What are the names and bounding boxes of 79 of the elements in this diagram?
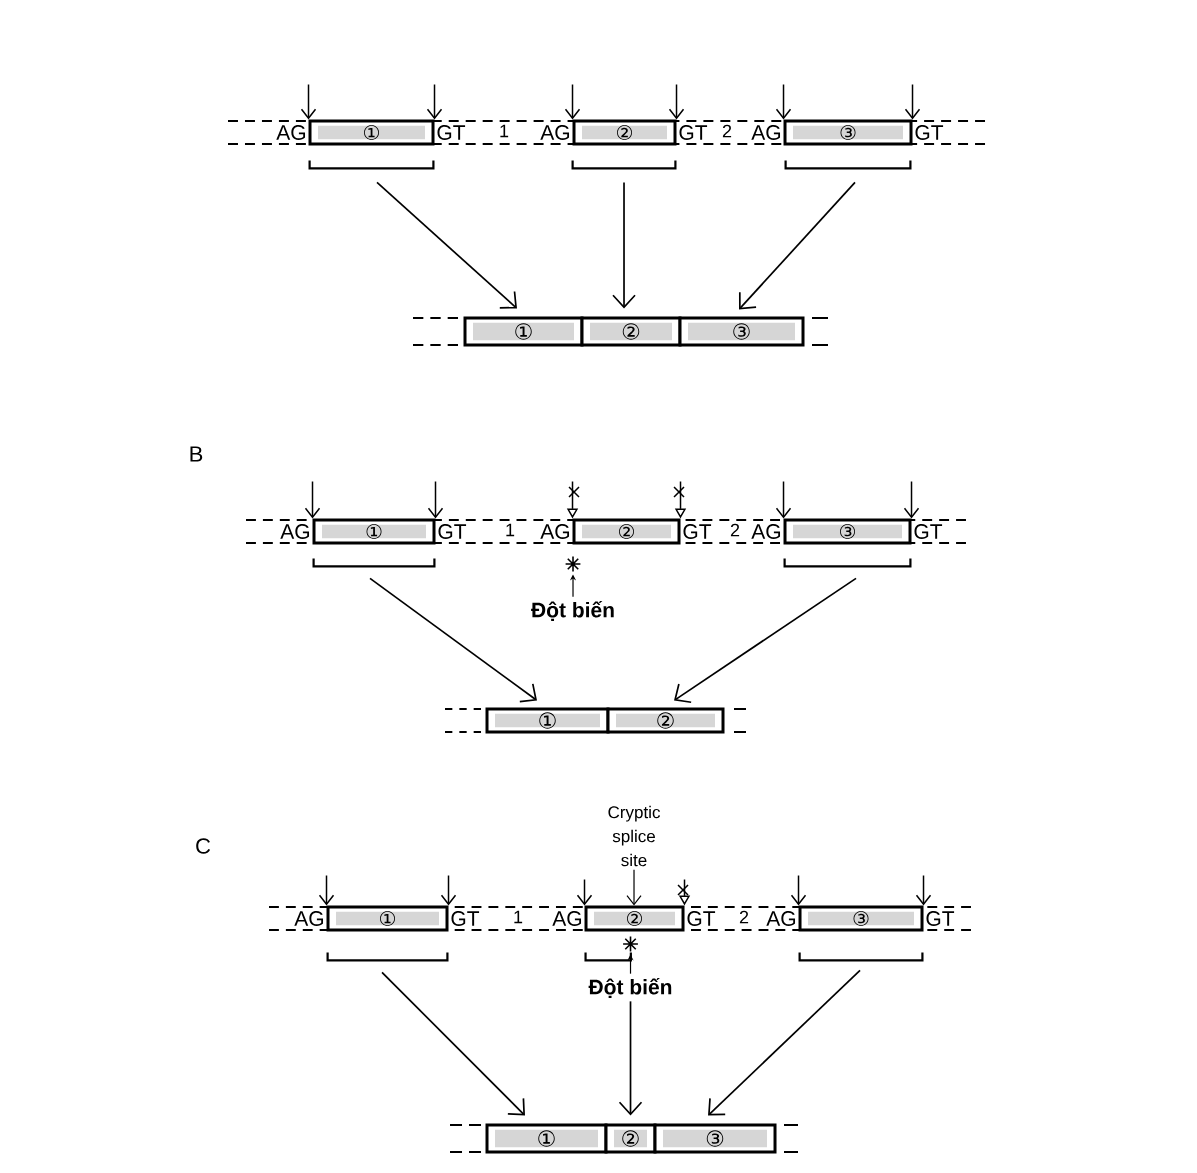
exon-box: ③ <box>783 119 913 146</box>
sequence-label: AG <box>294 911 323 926</box>
exon-box: ③ <box>783 518 912 545</box>
bracket <box>326 952 449 962</box>
callout-text: Cryptic splice site <box>608 805 660 867</box>
sequence-label: AG <box>540 125 569 140</box>
exon-segment: ③ <box>678 316 805 347</box>
intron-number: 1 <box>506 523 515 537</box>
intron-number: 1 <box>514 910 523 924</box>
arrow <box>626 869 642 906</box>
arrow <box>576 878 593 906</box>
sequence-label: AG <box>280 524 309 539</box>
arrow <box>427 480 444 519</box>
exon-segment: ② <box>606 707 725 734</box>
asterisk <box>564 555 582 573</box>
sequence-label: GT <box>914 524 943 539</box>
bracket <box>784 160 912 170</box>
sequence-label: AG <box>766 911 795 926</box>
sequence-label: GT <box>438 524 467 539</box>
exon-segment: ① <box>463 316 584 347</box>
sequence-label: GT <box>683 524 712 539</box>
arrow <box>426 83 443 120</box>
arrow <box>376 181 517 309</box>
asterisk <box>622 935 639 953</box>
bracket <box>571 160 677 170</box>
exon-segment: ② <box>580 316 682 347</box>
sequence-label: AG <box>276 125 305 140</box>
arrow <box>318 874 335 906</box>
arrow <box>304 480 321 519</box>
exon-box: ② <box>584 905 685 932</box>
exon-box: ③ <box>798 905 924 932</box>
exon-box: ② <box>572 119 677 146</box>
arrow <box>775 83 792 120</box>
arrow <box>668 83 685 120</box>
arrow <box>300 83 317 120</box>
arrow <box>903 480 920 519</box>
arrow <box>369 577 537 703</box>
arrow <box>381 971 525 1116</box>
intron-number: 2 <box>730 523 740 537</box>
arrow <box>904 83 921 120</box>
sequence-label: AG <box>751 125 780 140</box>
exon-box: ② <box>572 518 681 545</box>
arrow <box>618 1000 643 1116</box>
arrow <box>564 83 581 120</box>
sequence-label: GT <box>687 911 716 926</box>
exon-box: ① <box>326 905 449 932</box>
sequence-label: AG <box>540 524 569 539</box>
intron-number: 1 <box>500 124 509 138</box>
arrow <box>674 577 857 704</box>
sequence-label: GT <box>915 125 944 140</box>
bracket <box>312 558 436 568</box>
exon-segment: ① <box>485 1123 608 1154</box>
bracket <box>584 952 632 962</box>
arrow <box>790 874 807 906</box>
panel-letter: C <box>196 838 211 854</box>
callout-text: Đột biến <box>531 601 614 621</box>
callout-text: Đột biến <box>588 978 672 998</box>
sequence-label: GT <box>437 125 466 140</box>
arrow <box>738 181 856 310</box>
exon-segment: ② <box>604 1123 657 1154</box>
arrow <box>612 181 636 309</box>
exon-segment: ① <box>485 707 610 734</box>
sequence-label: AG <box>751 524 780 539</box>
sequence-label: GT <box>926 911 955 926</box>
exon-box: ① <box>308 119 435 146</box>
sequence-label: GT <box>451 911 480 926</box>
arrow <box>708 969 861 1116</box>
sequence-label: AG <box>552 911 581 926</box>
arrow <box>915 874 932 906</box>
intron-number: 2 <box>722 124 732 138</box>
bracket <box>783 558 912 568</box>
arrow <box>775 480 792 519</box>
arrow <box>440 874 457 906</box>
panel-letter: B <box>190 446 203 462</box>
intron-number: 2 <box>739 910 749 924</box>
bracket <box>308 160 435 170</box>
bracket <box>798 952 924 962</box>
exon-box: ① <box>312 518 436 545</box>
sequence-label: GT <box>679 125 708 140</box>
